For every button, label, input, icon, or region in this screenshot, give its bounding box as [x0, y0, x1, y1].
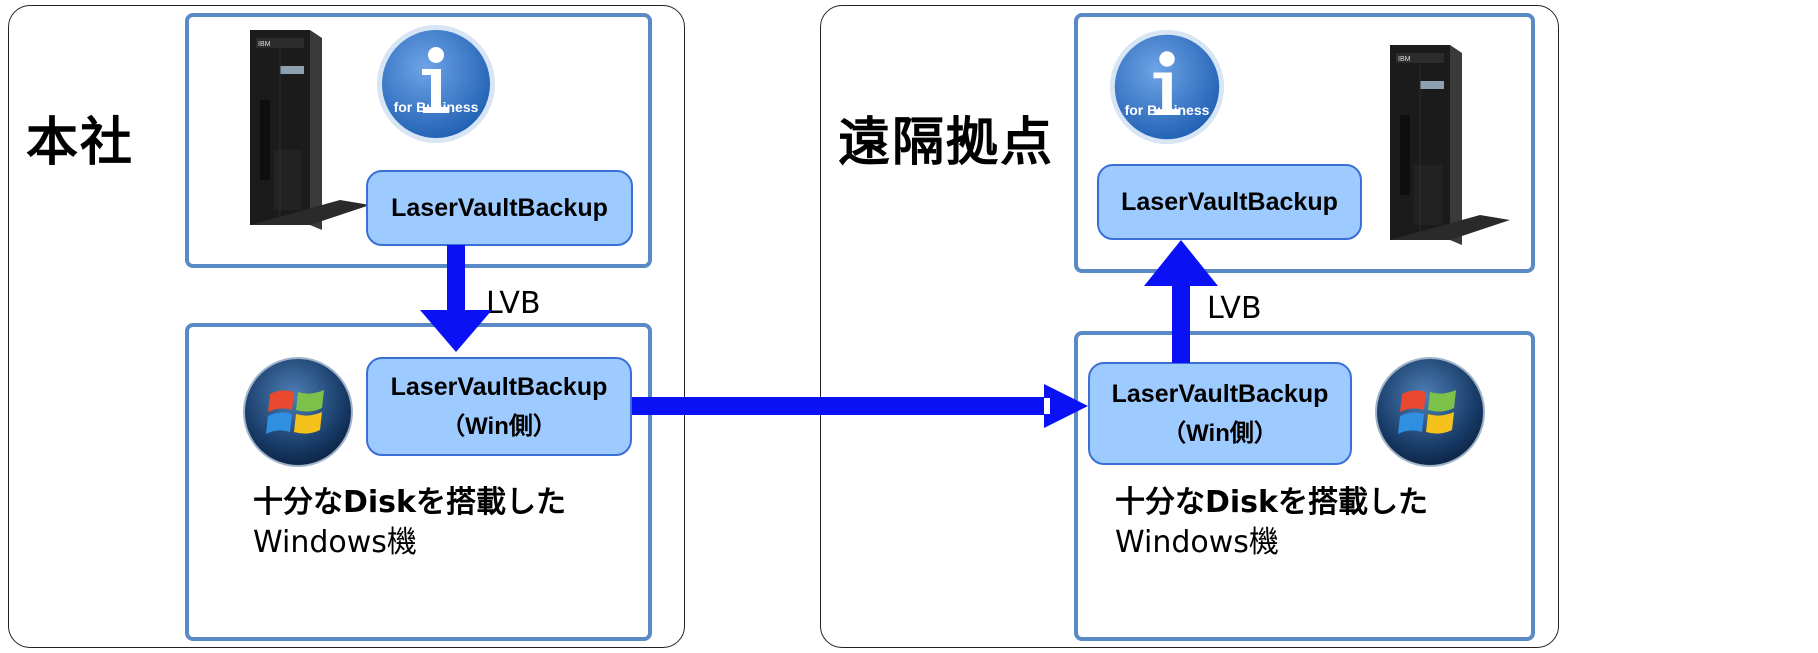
pill-title: LaserVaultBackup — [390, 372, 608, 401]
ibm-brand-text: IBM — [1398, 56, 1411, 63]
site-label-hq: 本社 — [26, 113, 135, 173]
laservault-windows-pill-remote: LaserVaultBackup （Win側） — [1088, 362, 1352, 465]
arrow-up-remote — [1144, 240, 1218, 363]
lvb-label-remote: LVB — [1207, 291, 1262, 326]
caption-line2: Windows機 — [253, 525, 417, 560]
arrow-transfer — [632, 384, 1088, 428]
windows-caption-hq: 十分なDiskを搭載した Windows機 — [253, 483, 566, 563]
ibm-i-logo-text: for Business — [393, 99, 479, 115]
pill-subtitle: （Win側） — [1162, 419, 1278, 447]
pill-label: LaserVaultBackup — [391, 193, 608, 222]
arrow-down-hq — [420, 245, 492, 352]
pill-title: LaserVaultBackup — [1111, 379, 1329, 408]
ibm-server-icon: IBM — [1390, 45, 1510, 245]
caption-line1: 十分なDiskを搭載した — [253, 485, 566, 520]
ibm-server-icon: IBM — [250, 30, 370, 230]
lvb-label-hq: LVB — [486, 286, 541, 321]
laservault-ibmi-pill-hq: LaserVaultBackup — [366, 170, 633, 246]
ibm-i-logo-icon: for Business — [1108, 28, 1226, 146]
pill-subtitle: （Win側） — [441, 412, 557, 440]
laservault-windows-pill-hq: LaserVaultBackup （Win側） — [366, 357, 632, 456]
ibm-i-logo-icon: for Business — [375, 23, 497, 145]
site-label-remote: 遠隔拠点 — [838, 113, 1055, 173]
caption-line1: 十分なDiskを搭載した — [1115, 485, 1428, 520]
windows-logo-icon — [1375, 357, 1485, 467]
ibm-brand-text: IBM — [258, 41, 271, 48]
ibm-i-logo-text: for Business — [1124, 102, 1210, 118]
windows-caption-remote: 十分なDiskを搭載した Windows機 — [1115, 483, 1428, 563]
pill-label: LaserVaultBackup — [1121, 187, 1338, 216]
laservault-ibmi-pill-remote: LaserVaultBackup — [1097, 164, 1362, 240]
caption-line2: Windows機 — [1115, 525, 1279, 560]
windows-logo-icon — [243, 357, 353, 467]
